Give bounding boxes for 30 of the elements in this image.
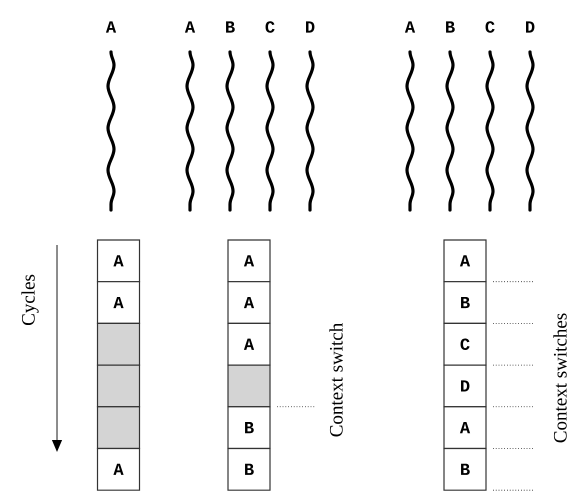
thread-label: A <box>106 21 116 33</box>
thread-label: D <box>526 21 534 33</box>
cell: A <box>96 239 140 282</box>
empty-cell <box>227 364 271 408</box>
cell: D <box>443 364 487 408</box>
axis-label: Cycles <box>21 274 39 326</box>
cell: C <box>443 322 487 366</box>
thread-label: C <box>266 21 275 33</box>
cell: A <box>443 406 487 450</box>
cell: A <box>227 239 271 282</box>
cell: B <box>227 448 271 491</box>
cell: A <box>443 239 487 282</box>
thread-label: C <box>486 21 495 33</box>
axis-label: Context switch <box>329 322 343 436</box>
empty-cell <box>96 364 140 408</box>
thread-label: A <box>184 21 196 33</box>
cell: A <box>96 448 140 491</box>
axis-label: Context switches <box>553 313 567 442</box>
cell: A <box>227 322 271 366</box>
cell: B <box>227 406 271 450</box>
thread-label: B <box>446 21 455 33</box>
cell: B <box>443 281 487 324</box>
cell: A <box>227 281 271 324</box>
empty-cell <box>96 406 140 450</box>
cell: A <box>96 281 140 324</box>
cell: B <box>443 448 487 491</box>
empty-cell <box>96 322 140 366</box>
thread-label: A <box>404 21 416 33</box>
thread-label: D <box>306 21 314 33</box>
thread-label: B <box>226 21 235 33</box>
